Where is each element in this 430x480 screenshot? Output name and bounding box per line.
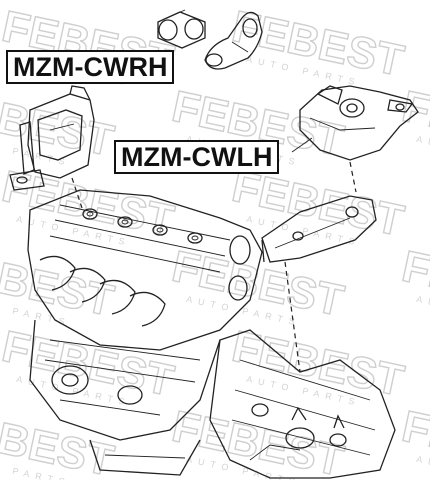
label-mzm-cwlh: MZM-CWLH — [114, 140, 280, 174]
top-bushing-part — [157, 9, 206, 49]
spark-plug-hole — [86, 211, 94, 217]
engine-block — [27, 189, 263, 476]
left-mount-part — [299, 85, 419, 193]
torque-rod-part — [204, 11, 263, 70]
leader-line — [291, 137, 313, 153]
spark-plug-hole — [156, 227, 164, 233]
engine-bracket — [261, 195, 377, 373]
spark-plug-tower — [187, 232, 203, 244]
right-mount-part — [9, 85, 95, 209]
spark-plug-tower — [152, 224, 168, 236]
spark-plug-tower — [117, 216, 133, 228]
spark-plug-tower — [82, 208, 98, 220]
spark-plug-hole — [121, 219, 129, 225]
transmission — [209, 329, 396, 479]
label-mzm-cwrh: MZM-CWRH — [6, 50, 175, 84]
spark-plug-hole — [191, 235, 199, 241]
